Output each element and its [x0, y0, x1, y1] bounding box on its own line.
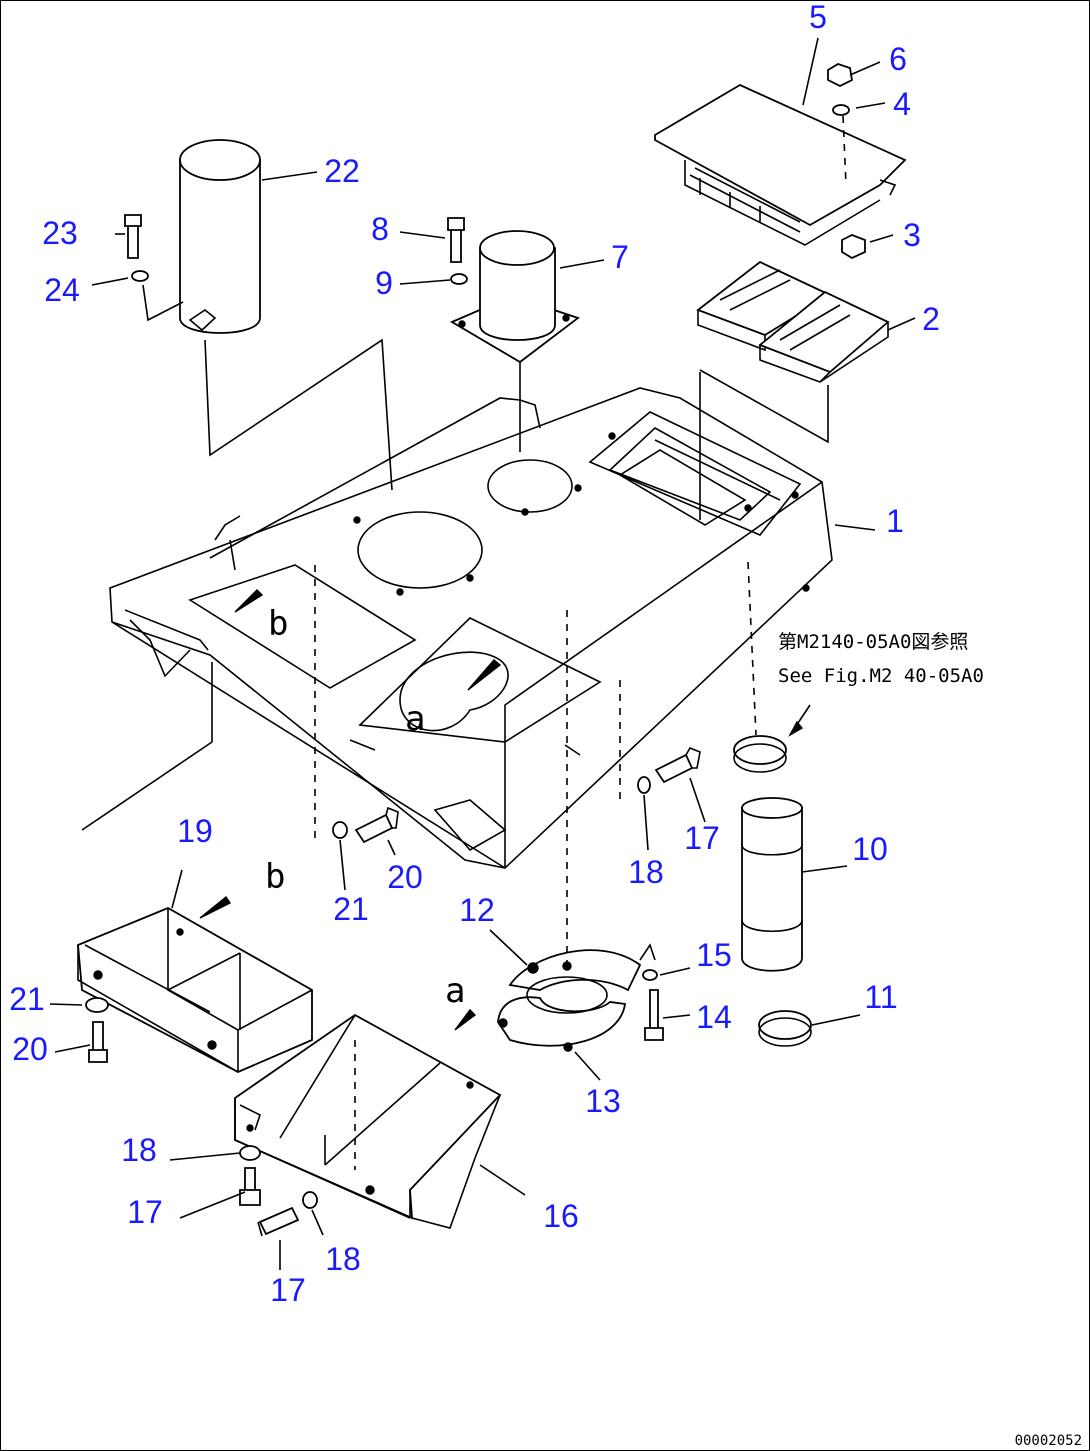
- letter-a-tray: a: [445, 971, 465, 1011]
- callout-1: 1: [886, 503, 904, 539]
- callout-13: 13: [585, 1083, 621, 1119]
- washer-part: [832, 104, 850, 186]
- bolt-part-23: [124, 214, 142, 259]
- tube-part-10: [741, 797, 803, 972]
- callout-labels: 5 6 4 3 2 1 22 7 8 9 23 24 10 11 12 13 1…: [9, 0, 940, 1308]
- controller-part: [654, 83, 907, 246]
- washer-part-18-lower-b: [302, 1191, 318, 1209]
- callout-11: 11: [864, 979, 897, 1015]
- knob-part: [827, 63, 853, 88]
- callout-21-upper: 21: [333, 891, 369, 927]
- callout-21-lower: 21: [9, 981, 45, 1017]
- letter-a-body: a: [405, 699, 425, 739]
- letter-b-body: b: [268, 604, 288, 644]
- washer-part-18-lower-a: [239, 1145, 261, 1161]
- callout-22: 22: [324, 153, 360, 189]
- nut-part: [841, 234, 866, 260]
- canister-part-7: [450, 230, 580, 452]
- callout-9: 9: [375, 265, 393, 301]
- callout-16: 16: [543, 1198, 579, 1234]
- split-plate-part: [497, 610, 642, 1052]
- callout-17-lower-b: 17: [270, 1272, 306, 1308]
- canister-part-22: [179, 139, 393, 491]
- main-frame-part: [109, 387, 833, 869]
- callout-5: 5: [809, 0, 827, 35]
- clamp-part-top: [733, 704, 811, 773]
- callout-18-upper: 18: [628, 854, 664, 890]
- callout-7: 7: [611, 239, 629, 275]
- bolt-part-20-lower: [88, 1021, 108, 1063]
- leader-lines: [49, 37, 916, 1270]
- washer-part-24: [131, 270, 184, 322]
- reference-note-jp: 第M2140-05A0図参照: [778, 631, 968, 653]
- callout-18-lower-b: 18: [325, 1241, 361, 1277]
- module-boxes-part: [696, 260, 890, 520]
- bolt-part-17-lower-a: [239, 1167, 261, 1206]
- callout-18-lower-a: 18: [121, 1132, 157, 1168]
- tray-part-19: [77, 662, 313, 1073]
- bolt-part-20-upper: [354, 806, 399, 844]
- reference-note: 第M2140-05A0図参照 See Fig.M2 40-05A0: [778, 631, 984, 687]
- bolt-part-8: [447, 217, 465, 263]
- bolt-part-17-upper: [654, 746, 701, 784]
- figure-id: 00002052: [1015, 1433, 1082, 1449]
- tray-part-16: [234, 1013, 502, 1229]
- callout-3: 3: [903, 217, 921, 253]
- callout-23: 23: [42, 215, 78, 251]
- callout-15: 15: [696, 937, 732, 973]
- callout-2: 2: [922, 301, 940, 337]
- callout-6: 6: [889, 41, 907, 77]
- callout-12: 12: [459, 892, 495, 928]
- callout-20-lower: 20: [12, 1031, 48, 1067]
- callout-10: 10: [852, 831, 888, 867]
- bolt-part-17-lower-b: [257, 1206, 300, 1237]
- clamp-part-11: [758, 1010, 812, 1047]
- callout-20-upper: 20: [387, 859, 423, 895]
- callout-17-lower-a: 17: [127, 1194, 163, 1230]
- reference-note-en: See Fig.M2 40-05A0: [778, 665, 984, 687]
- callout-14: 14: [696, 999, 732, 1035]
- washer-part-21-upper: [314, 565, 348, 840]
- letter-b-tray: b: [265, 857, 285, 897]
- washer-part-15: [639, 943, 658, 981]
- callout-17-upper: 17: [684, 820, 720, 856]
- washer-part-9: [450, 273, 468, 285]
- callout-8: 8: [371, 211, 389, 247]
- callout-19: 19: [177, 813, 213, 849]
- callout-4: 4: [893, 86, 911, 122]
- callout-24: 24: [44, 272, 80, 308]
- washer-part-21-lower: [85, 997, 109, 1013]
- letter-markers: a b a b: [265, 604, 465, 1011]
- bolt-part-14: [644, 989, 664, 1041]
- washer-part-18-upper: [619, 680, 651, 800]
